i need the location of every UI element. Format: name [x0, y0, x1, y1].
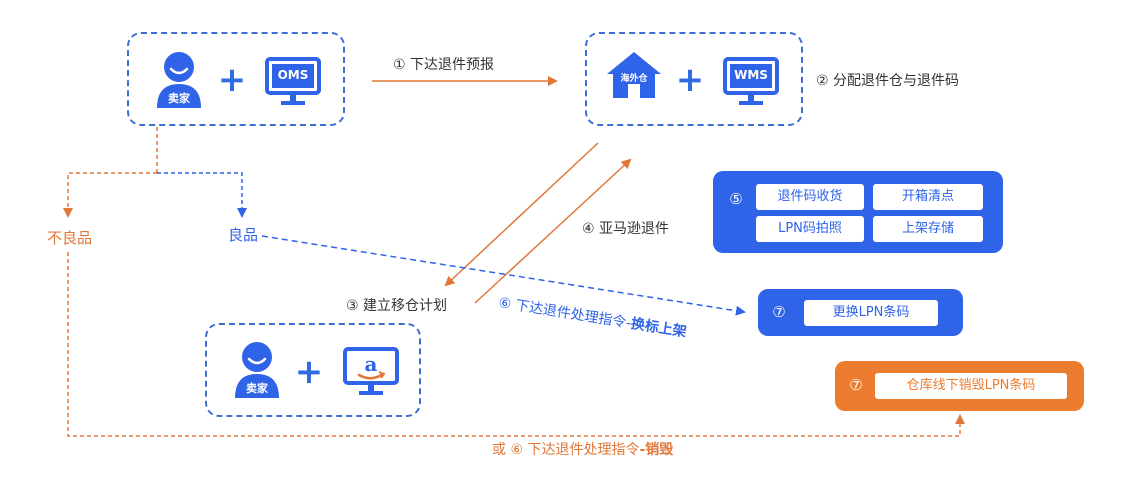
or-step6-label: 或 ⑥ 下达退件处理指令-销毁 — [492, 441, 673, 459]
warehouse-label: 海外仓 — [620, 74, 648, 84]
step5-panel: ⑤ 退件码收货 开箱清点 LPN码拍照 上架存储 — [713, 171, 1003, 253]
branch-good — [157, 172, 247, 218]
arrow-defective-to-destroy — [67, 252, 965, 437]
amazon-logo-glyph: a — [364, 352, 378, 376]
seller-label: 卖家 — [168, 92, 190, 105]
step7-number: ⑦ — [849, 376, 863, 394]
step5-item-2: LPN码拍照 — [756, 216, 864, 242]
step5-number: ⑤ — [729, 190, 743, 208]
plus-icon: + — [675, 60, 705, 100]
seller-amazon-box — [205, 323, 421, 417]
amazon-monitor-icon — [343, 347, 399, 395]
plus-icon: + — [294, 352, 324, 392]
step7-number: ⑦ — [772, 303, 786, 321]
arrow-good-to-relabel — [261, 235, 746, 316]
oms-label: OMS — [277, 68, 309, 82]
step3-label: ③ 建立移仓计划 — [346, 298, 448, 314]
seller-oms-box — [127, 32, 345, 126]
plus-icon: + — [217, 60, 247, 100]
arrow-step3 — [444, 142, 599, 287]
seller-avatar-icon — [157, 52, 201, 108]
wms-label: WMS — [734, 68, 768, 82]
defective-label: 不良品 — [47, 229, 93, 247]
wms-monitor-icon — [723, 57, 779, 105]
or-step6-prefix: 或 ⑥ 下达退件处理指令 — [492, 442, 640, 458]
warehouse-wms-box — [585, 32, 803, 126]
good-label: 良品 — [228, 226, 259, 244]
seller-label: 卖家 — [246, 382, 268, 395]
step2-label: ② 分配退件仓与退件码 — [816, 73, 960, 89]
or-step6-suffix: -销毁 — [639, 442, 674, 458]
warehouse-house-icon — [607, 52, 661, 98]
seller-avatar-icon — [235, 342, 279, 398]
step5-item-1: 开箱清点 — [873, 184, 983, 210]
step4-label: ④ 亚马逊退件 — [582, 221, 670, 237]
step5-item-0: 退件码收货 — [756, 184, 864, 210]
step7-destroy-panel: ⑦ 仓库线下销毁LPN条码 — [835, 361, 1084, 411]
step1-label: ① 下达退件预报 — [393, 57, 495, 73]
step7-destroy-item: 仓库线下销毁LPN条码 — [875, 373, 1067, 399]
oms-monitor-icon — [265, 57, 321, 105]
step5-item-3: 上架存储 — [873, 216, 983, 242]
branch-defective — [63, 172, 157, 218]
step7-relabel-item: 更换LPN条码 — [804, 300, 938, 326]
arrow-step4 — [474, 158, 632, 304]
step7-relabel-panel: ⑦ 更换LPN条码 — [758, 289, 963, 336]
